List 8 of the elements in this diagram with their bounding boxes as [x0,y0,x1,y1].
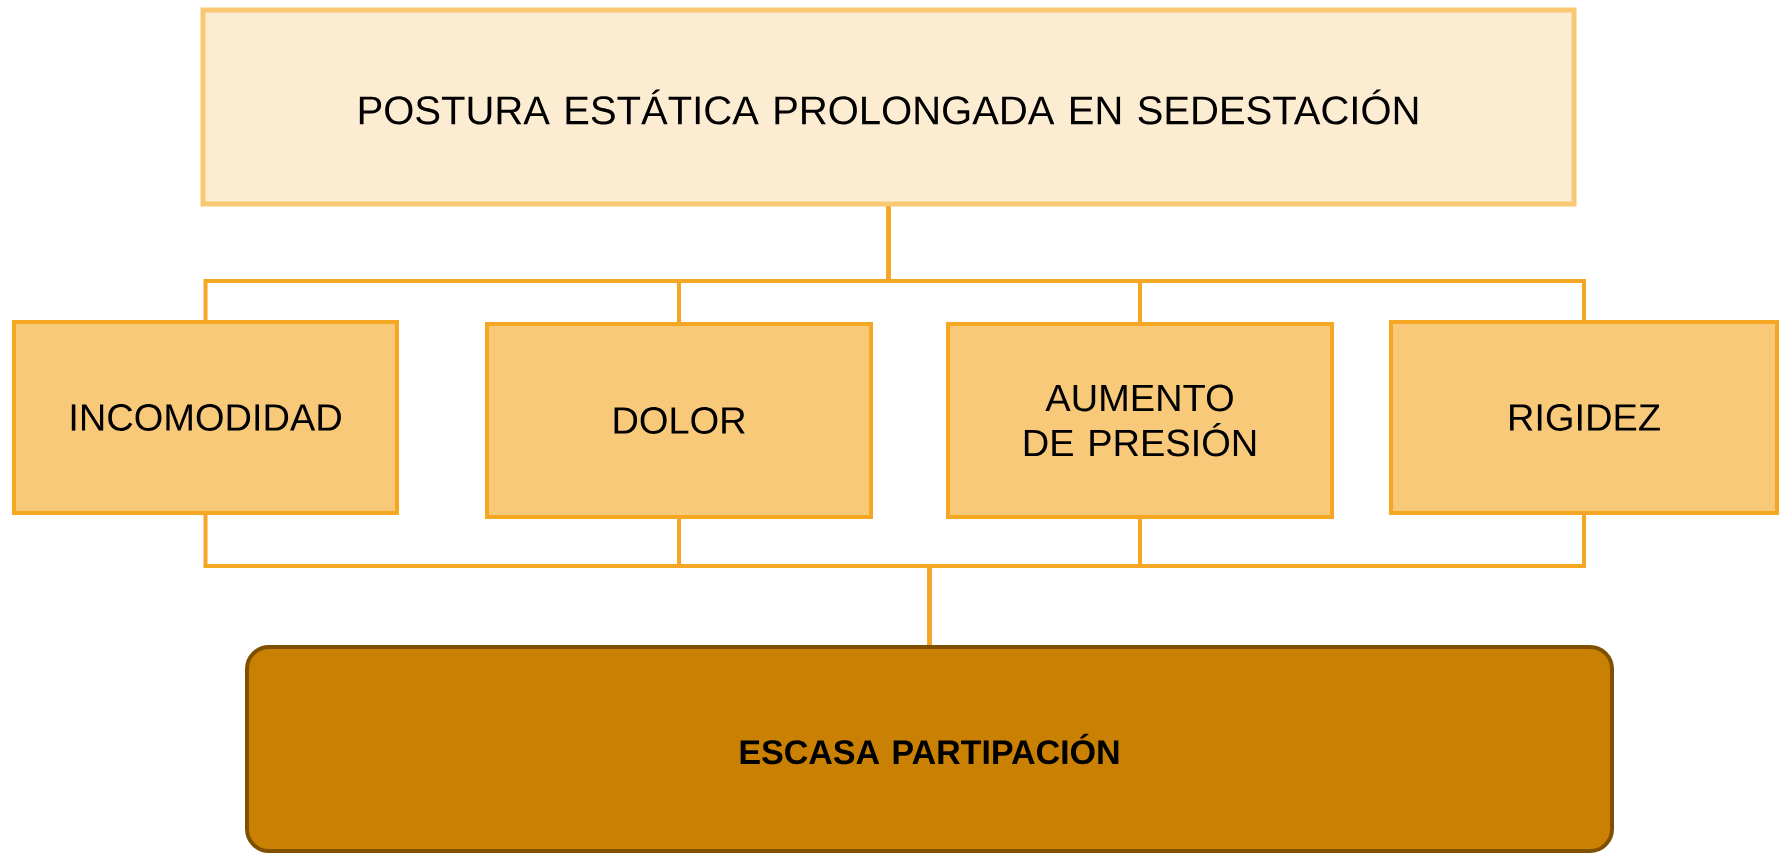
outcome-box: ESCASA PARTIPACIÓN [245,645,1614,853]
effect-box: INCOMODIDAD [12,320,399,515]
connector-line [927,515,1586,645]
effect-box: RIGIDEZ [1389,320,1779,515]
cause-box: POSTURA ESTÁTICA PROLONGADA EN SEDESTACIÓN [200,7,1577,207]
effect-box: AUMENTO DE PRESIÓN [946,322,1334,519]
effect-box: DOLOR [485,322,873,519]
connector-line [886,206,1586,320]
